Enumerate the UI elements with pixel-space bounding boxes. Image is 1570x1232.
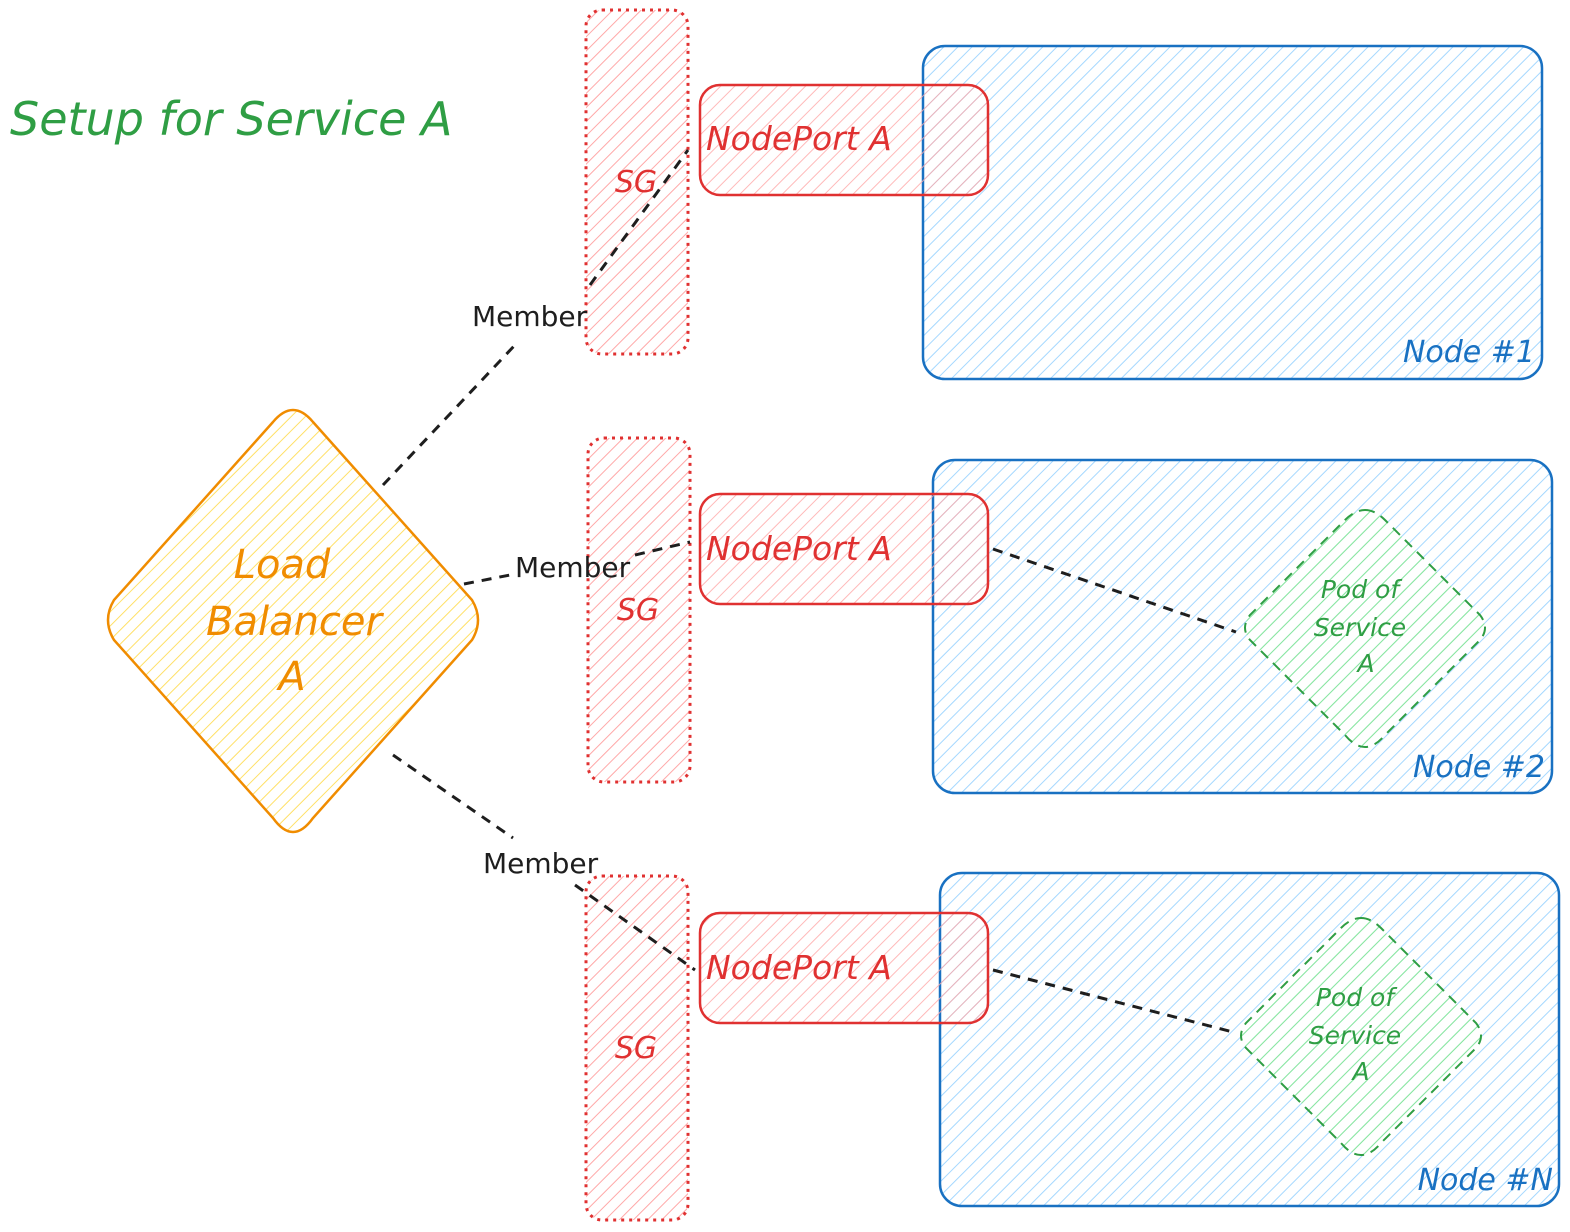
nodeport-1-label: NodePort A — [706, 119, 892, 158]
connectors — [381, 149, 1237, 1034]
load-balancer: Load Balancer A — [106, 408, 480, 834]
node-1-label: Node #1 — [1403, 335, 1535, 370]
load-balancer-line1: Load — [234, 542, 331, 588]
sg-2-box — [586, 436, 692, 784]
lb-to-nodeport-2-edge — [463, 540, 691, 586]
sg-n-label: SG — [615, 1031, 657, 1066]
pod-node-2-line1: Pod of — [1321, 575, 1402, 604]
nodeport-1-box — [698, 83, 990, 197]
sg-1-box — [584, 8, 690, 356]
nodeport-n-box — [698, 911, 990, 1025]
pod-node-2-line2: Service — [1314, 613, 1406, 642]
node-2-label: Node #2 — [1413, 750, 1545, 785]
nodeport-2-to-pod-edge — [992, 547, 1237, 634]
nodeport-n-to-pod-edge — [992, 968, 1234, 1034]
security-group-n: SG — [584, 874, 690, 1222]
pod-node-n: Pod of Service A — [1240, 916, 1482, 1157]
pod-node-2-diamond — [1244, 508, 1486, 749]
load-balancer-line2: Balancer — [206, 599, 385, 645]
diagram-title: Setup for Service A — [10, 92, 452, 146]
lb-to-nodeport-1-edge — [381, 149, 690, 487]
nodeport-2-label: NodePort A — [706, 529, 892, 568]
load-balancer-diamond — [106, 408, 480, 834]
node-n-label: Node #N — [1418, 1163, 1553, 1198]
pod-node-n-diamond — [1240, 916, 1482, 1157]
load-balancer-line3: A — [275, 654, 305, 700]
sg-n-box — [584, 874, 690, 1222]
member-label-n: Member — [483, 847, 599, 880]
pod-node-2: Pod of Service A — [1244, 508, 1486, 749]
pod-node-n-line2: Service — [1309, 1021, 1401, 1050]
nodeport-n-label: NodePort A — [706, 948, 892, 987]
nodeport-2-box — [698, 492, 990, 606]
security-group-1: SG — [584, 8, 690, 356]
nodeport-1: NodePort A — [698, 83, 990, 197]
node-1-box — [921, 44, 1544, 381]
security-group-2: SG — [586, 436, 692, 784]
lb-to-nodeport-n-edge — [392, 753, 696, 972]
sg-2-label: SG — [617, 593, 659, 628]
pod-node-n-line3: A — [1350, 1057, 1369, 1086]
nodeport-n: NodePort A — [698, 911, 990, 1025]
member-label-1: Member — [472, 300, 588, 333]
pod-node-n-line1: Pod of — [1316, 983, 1397, 1012]
node-1: Node #1 — [921, 44, 1544, 381]
nodeport-2: NodePort A — [698, 492, 990, 606]
pod-node-2-line3: A — [1355, 649, 1374, 678]
sg-1-label: SG — [615, 165, 657, 200]
member-label-2: Member — [515, 551, 631, 584]
